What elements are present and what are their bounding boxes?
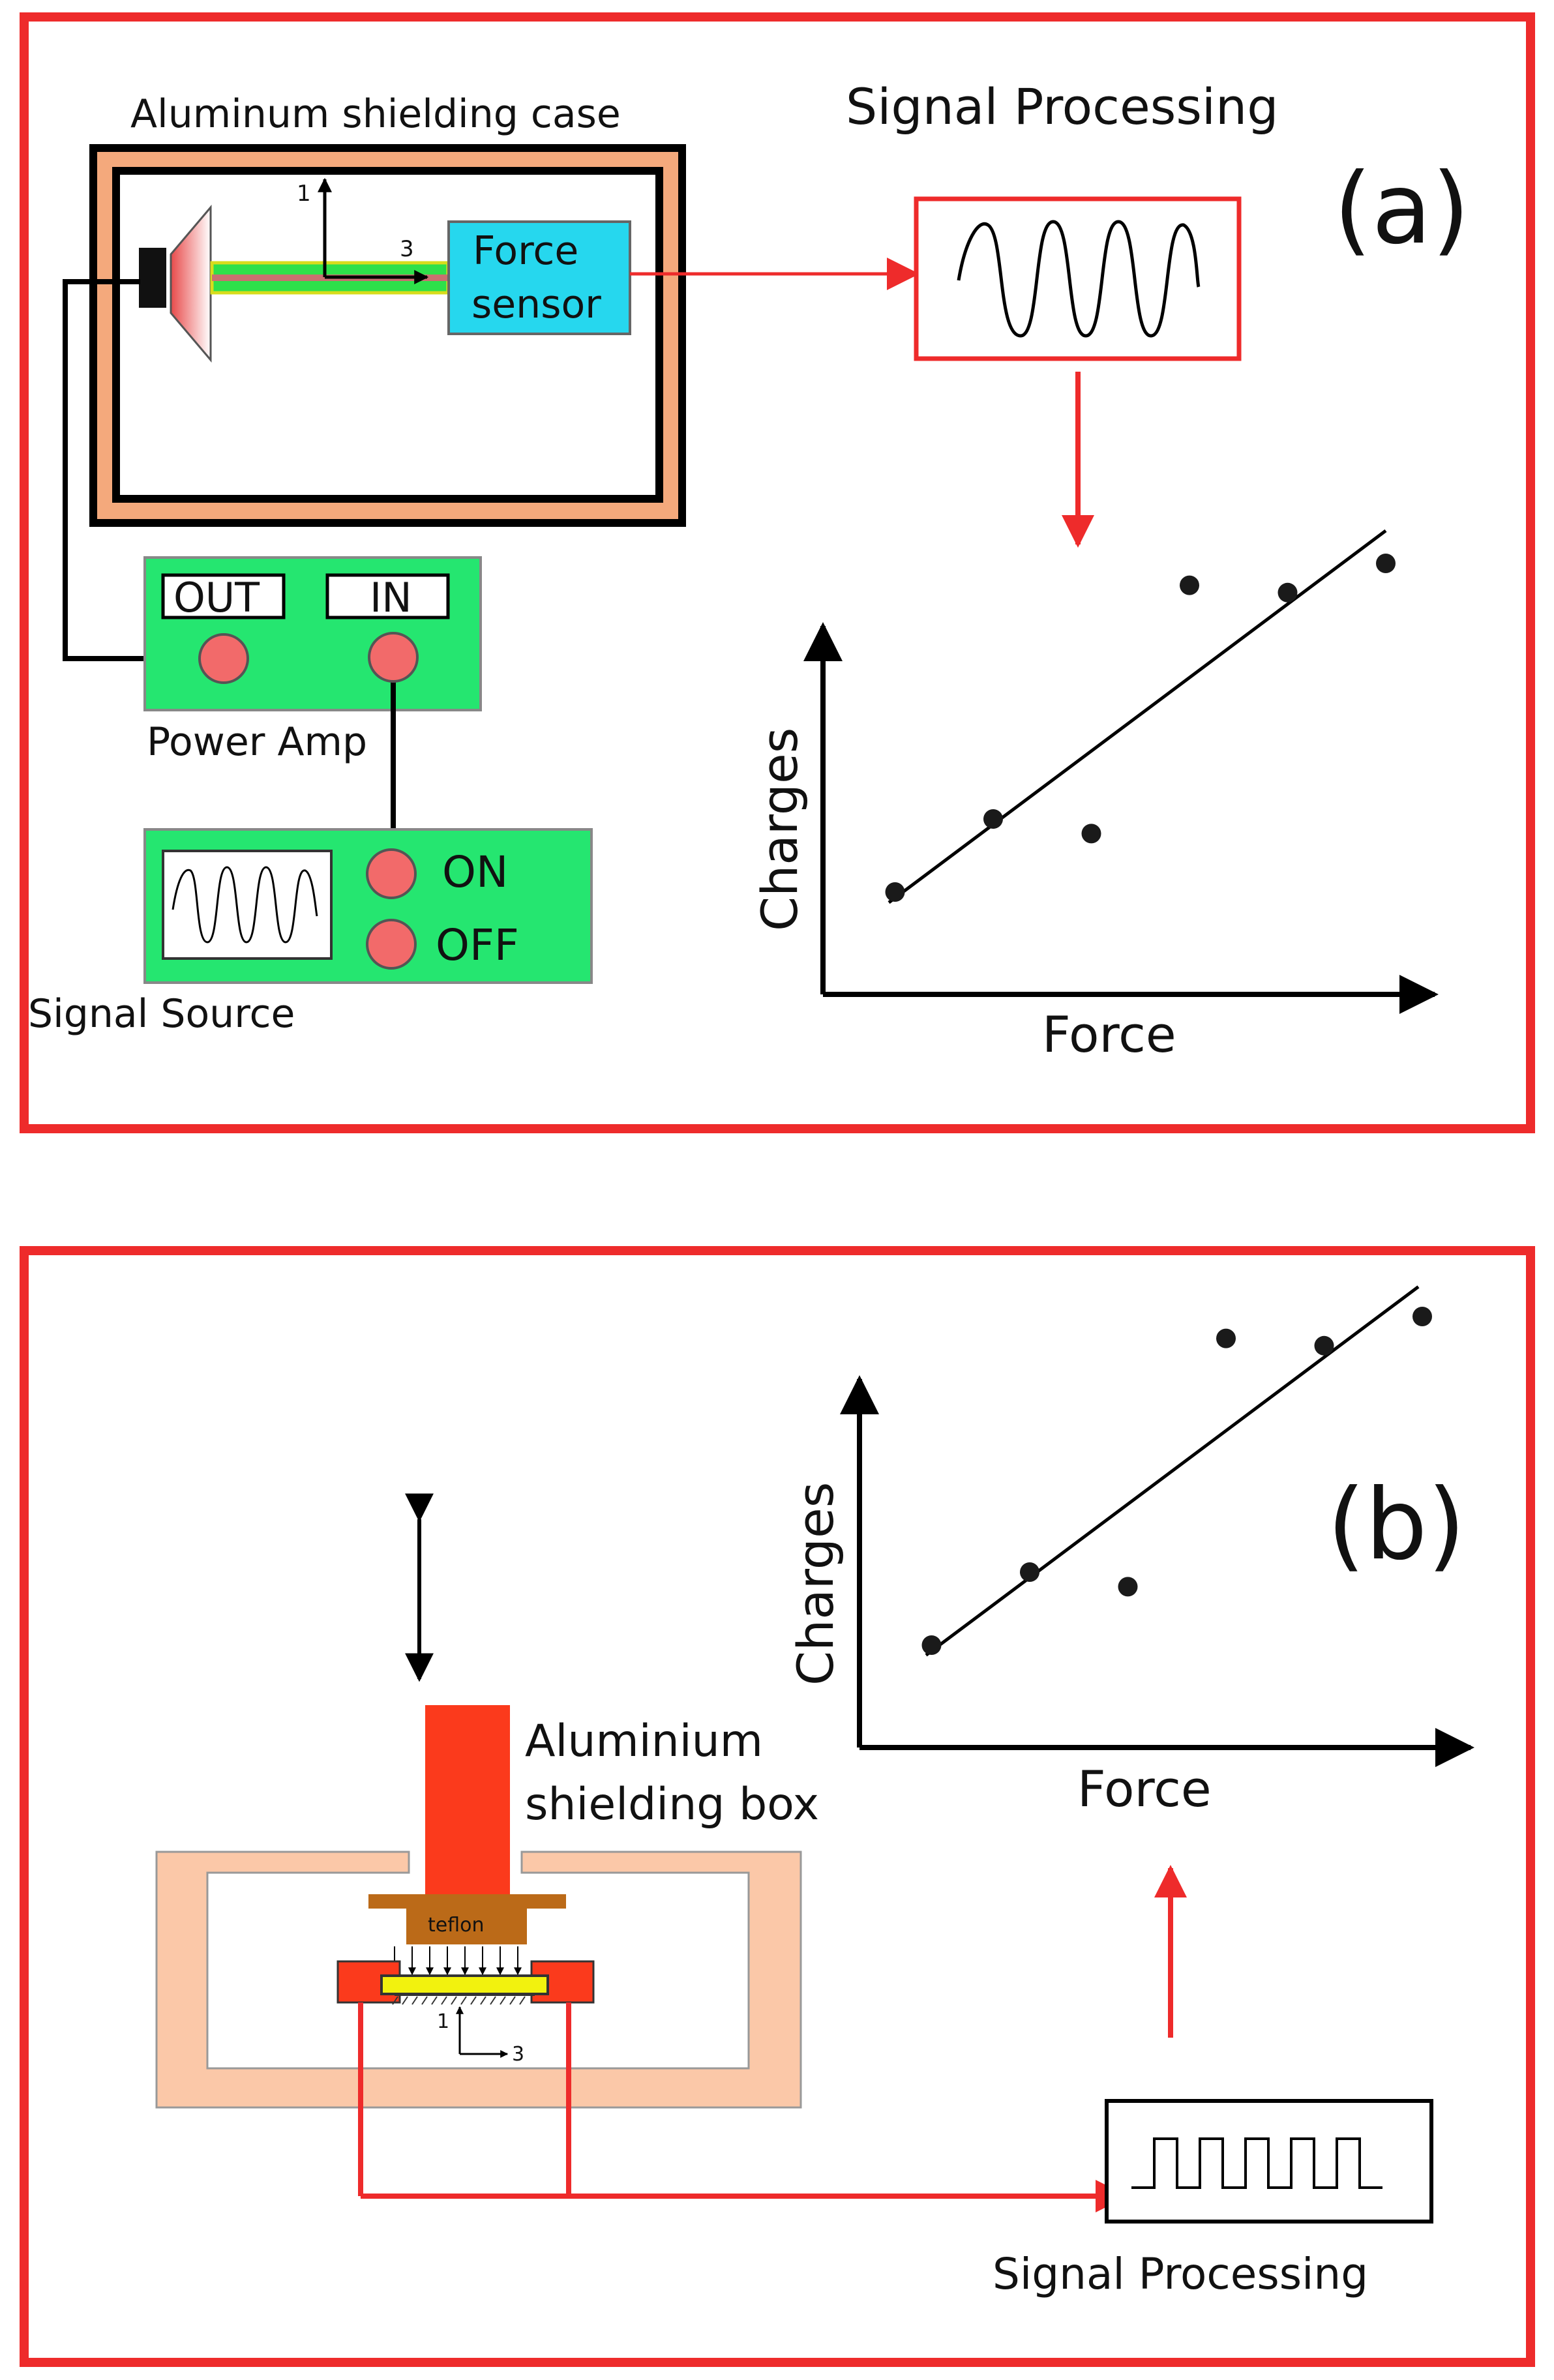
chart-data-point xyxy=(1118,1577,1138,1597)
signal-source-sine-icon xyxy=(172,866,318,944)
chart-b-xlabel: Force xyxy=(1077,1760,1212,1818)
signal-source-label: Signal Source xyxy=(28,991,295,1037)
force-sensor-label-2: sensor xyxy=(471,282,601,327)
force-sensor-label-1: Force xyxy=(473,228,578,274)
panel-a-frame xyxy=(20,12,1535,1133)
panel-a-tag: (a) xyxy=(1334,153,1470,266)
chart-fit-line xyxy=(888,529,1387,904)
chart-fit-line xyxy=(925,1285,1420,1657)
force-sensor-box xyxy=(447,220,631,335)
teflon-block xyxy=(406,1909,527,1944)
piezo-sample xyxy=(380,1974,549,1995)
chart-data-point xyxy=(1081,824,1101,844)
applied-force-arrows xyxy=(391,1946,522,1976)
chart-a-ylabel: Charges xyxy=(751,728,809,931)
piston xyxy=(425,1705,510,1894)
speaker-icon xyxy=(139,204,212,363)
signal-processing-label-b: Signal Processing xyxy=(993,2249,1368,2299)
support-hatching xyxy=(392,1996,526,2005)
amp-in-label: IN xyxy=(370,574,412,621)
teflon-label: teflon xyxy=(428,1914,484,1937)
chart-a: Charges Force xyxy=(751,529,1439,1064)
chart-data-point xyxy=(921,1635,942,1655)
axis-3-label: 3 xyxy=(400,236,414,262)
chart-b-ylabel: Charges xyxy=(786,1482,844,1686)
square-wave-display xyxy=(1131,2137,1382,2189)
chart-data-point xyxy=(1216,1328,1236,1348)
chart-data-point xyxy=(1278,582,1298,602)
on-label: ON xyxy=(442,847,508,897)
chart-data-point xyxy=(1314,1335,1334,1356)
amp-out-port-box xyxy=(161,573,286,619)
amp-out-knob[interactable] xyxy=(198,633,249,684)
signal-processing-title: Signal Processing xyxy=(846,78,1278,136)
amp-in-port-box xyxy=(325,573,450,619)
chart-b: Charges Force xyxy=(786,1285,1474,1818)
chart-data-point xyxy=(885,882,905,902)
aluminum-shielding-case xyxy=(89,144,686,527)
axis-1-label: 1 xyxy=(297,181,311,207)
panel-b-tag: (b) xyxy=(1327,1468,1465,1582)
chart-data-point xyxy=(1020,1562,1039,1582)
amp-out-label: OUT xyxy=(173,574,260,621)
amp-in-knob[interactable] xyxy=(368,632,419,683)
off-label: OFF xyxy=(436,920,519,970)
chart-data-point xyxy=(1412,1307,1432,1326)
chart-data-point xyxy=(1376,554,1396,573)
axis-b-3-label: 3 xyxy=(512,2043,524,2066)
off-button[interactable] xyxy=(366,919,417,970)
power-amp-label: Power Amp xyxy=(147,719,367,765)
on-button[interactable] xyxy=(366,848,417,899)
panel-b-frame xyxy=(20,1246,1535,2367)
chart-data-point xyxy=(983,809,1003,829)
piston-plate xyxy=(368,1894,566,1909)
sine-wave-display xyxy=(957,220,1201,338)
chart-a-xlabel: Force xyxy=(1042,1005,1176,1064)
case-label: Aluminum shielding case xyxy=(130,91,621,137)
box-label-line2: shielding box xyxy=(525,1779,819,1830)
signal-processing-box xyxy=(914,196,1242,361)
chart-data-point xyxy=(1180,575,1199,595)
signal-source-display xyxy=(162,850,333,960)
axis-b-1-label: 1 xyxy=(437,2010,449,2033)
aluminium-shielding-box xyxy=(155,1851,802,2109)
box-label-line1: Aluminium xyxy=(525,1716,763,1767)
